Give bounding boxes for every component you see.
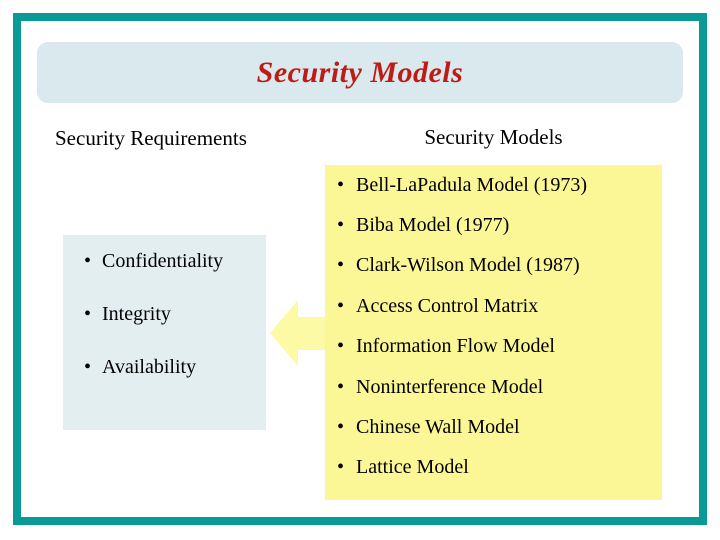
list-item: • Confidentiality	[63, 235, 266, 288]
list-item-label: Information Flow Model	[356, 335, 555, 358]
list-item: • Noninterference Model	[325, 367, 662, 407]
list-item: • Lattice Model	[325, 448, 662, 488]
bullet-icon: •	[337, 416, 345, 439]
arrow-left-shape	[270, 300, 335, 366]
list-item-label: Confidentiality	[102, 250, 224, 272]
bullet-icon: •	[84, 250, 92, 272]
list-item: • Chinese Wall Model	[325, 407, 662, 447]
list-item-label: Lattice Model	[356, 456, 469, 479]
requirements-box: • Confidentiality • Integrity • Availabi…	[63, 235, 266, 430]
bullet-icon: •	[337, 214, 345, 237]
list-item: • Availability	[63, 341, 266, 394]
right-column-heading: Security Models	[424, 125, 563, 149]
bullet-icon: •	[337, 456, 345, 479]
bullet-icon: •	[84, 356, 92, 378]
list-item-label: Bell-LaPadula Model (1973)	[356, 173, 588, 196]
models-box: • Bell-LaPadula Model (1973) • Biba Mode…	[325, 165, 662, 500]
list-item: • Bell-LaPadula Model (1973)	[325, 165, 662, 205]
requirements-list: • Confidentiality • Integrity • Availabi…	[63, 235, 266, 394]
models-list: • Bell-LaPadula Model (1973) • Biba Mode…	[325, 165, 662, 488]
bullet-icon: •	[337, 335, 345, 358]
bullet-icon: •	[337, 294, 345, 317]
bullet-icon: •	[337, 254, 345, 277]
list-item-label: Biba Model (1977)	[356, 214, 510, 237]
list-item-label: Chinese Wall Model	[356, 416, 520, 439]
bullet-icon: •	[84, 303, 92, 325]
bullet-icon: •	[337, 173, 345, 196]
bullet-icon: •	[337, 375, 345, 398]
list-item: • Information Flow Model	[325, 327, 662, 367]
arrow-left-icon	[270, 300, 335, 366]
title-bar: Security Models	[37, 42, 683, 103]
list-item-label: Availability	[102, 356, 197, 378]
list-item-label: Access Control Matrix	[356, 294, 539, 317]
list-item: • Clark-Wilson Model (1987)	[325, 246, 662, 286]
list-item-label: Noninterference Model	[356, 375, 544, 398]
list-item-label: Clark-Wilson Model (1987)	[356, 254, 580, 277]
slide-title: Security Models	[256, 55, 464, 89]
list-item: • Access Control Matrix	[325, 286, 662, 326]
left-column-heading: Security Requirements	[55, 126, 247, 150]
list-item-label: Integrity	[102, 303, 171, 325]
list-item: • Biba Model (1977)	[325, 205, 662, 245]
list-item: • Integrity	[63, 288, 266, 341]
